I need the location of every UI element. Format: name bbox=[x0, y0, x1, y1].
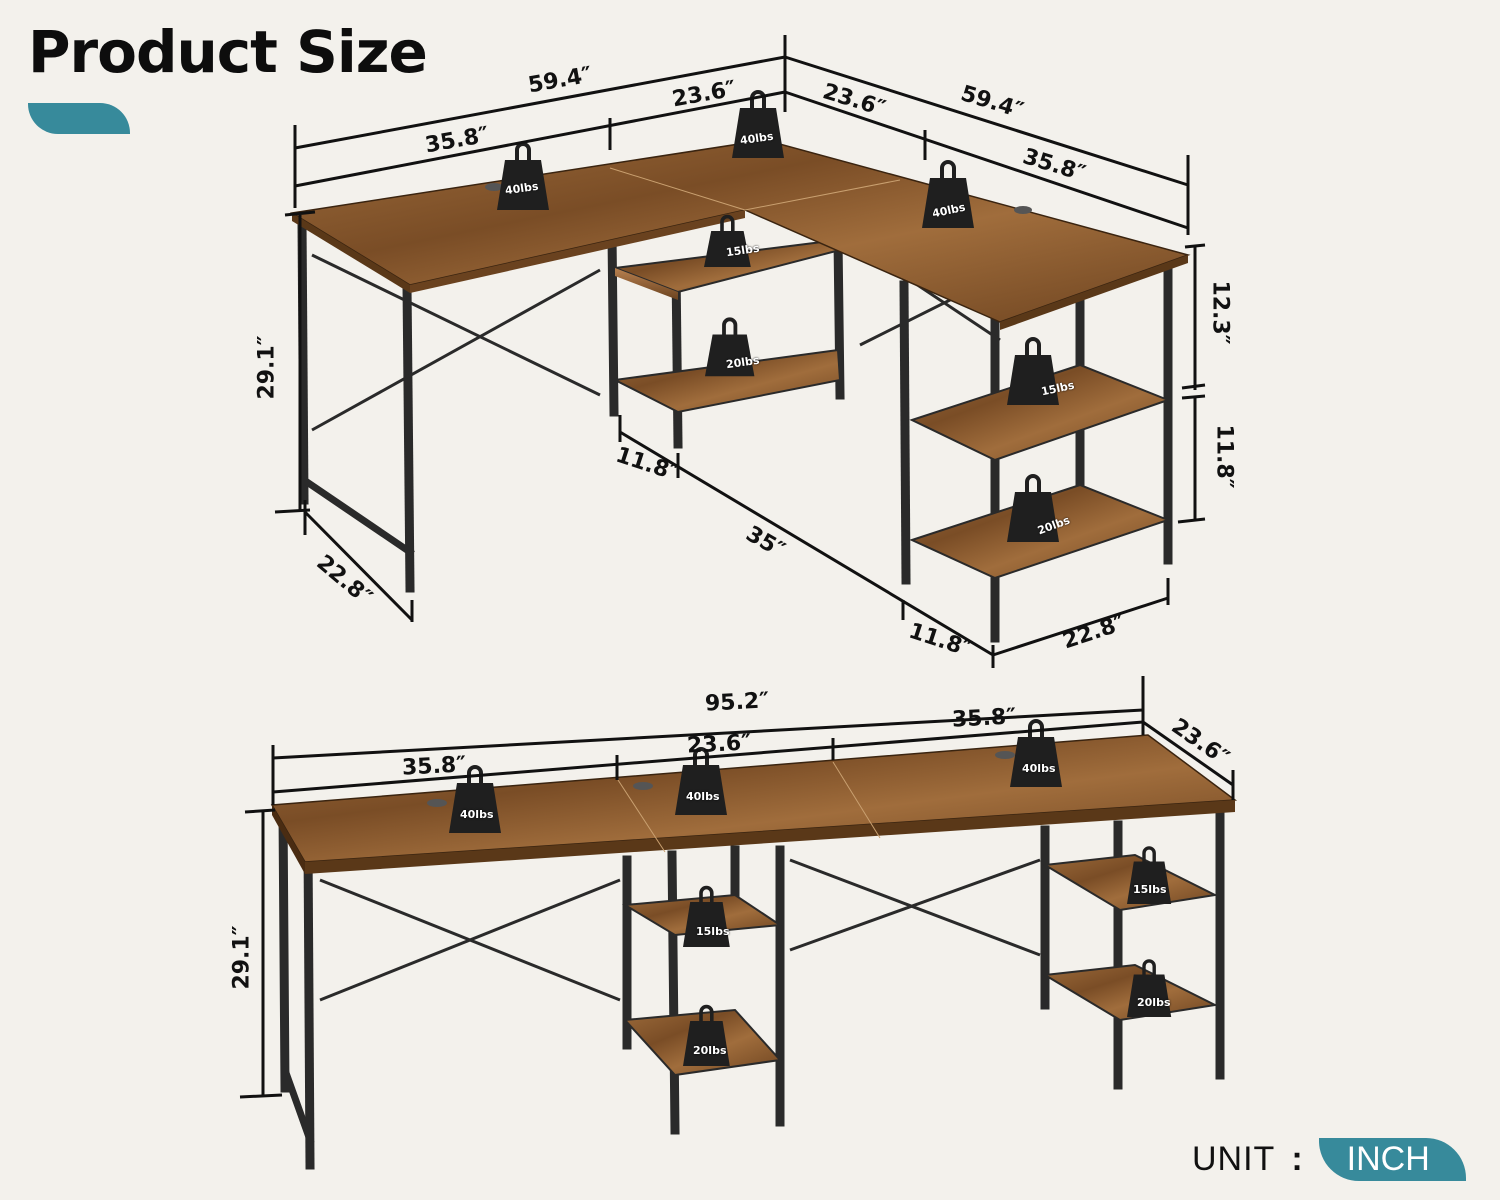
weight-icon bbox=[1010, 719, 1062, 787]
weight-label: 20lbs bbox=[1137, 996, 1171, 1009]
l-shape-dimension-lines bbox=[274, 35, 1206, 668]
straight-total-label: 95.2″ bbox=[704, 688, 770, 717]
page-title: Product Size bbox=[28, 18, 428, 86]
weight-icon bbox=[704, 214, 751, 267]
weight-icon bbox=[683, 1004, 730, 1066]
weight-icon bbox=[1127, 959, 1172, 1017]
weight-label: 15lbs bbox=[1133, 883, 1167, 896]
weight-icon bbox=[1007, 337, 1059, 405]
l-height-label: 29.1″ bbox=[254, 335, 280, 400]
weight-icon bbox=[1007, 474, 1059, 542]
weight-icon bbox=[922, 160, 974, 228]
weight-label: 40lbs bbox=[1022, 762, 1056, 775]
l-shape-weights bbox=[497, 90, 1059, 542]
unit-indicator: UNIT : INCH bbox=[1192, 1137, 1466, 1181]
weight-label: 40lbs bbox=[460, 808, 494, 821]
weight-icon bbox=[732, 90, 784, 158]
unit-value-badge: INCH bbox=[1318, 1137, 1466, 1181]
weight-label: 20lbs bbox=[693, 1044, 727, 1057]
straight-desk bbox=[270, 734, 1238, 1170]
l-shelf-lower-height-label: 11.8″ bbox=[1211, 424, 1237, 489]
weight-icon bbox=[449, 765, 501, 833]
weight-icon bbox=[1127, 846, 1172, 904]
weight-icon bbox=[675, 747, 727, 815]
weight-label: 15lbs bbox=[696, 925, 730, 938]
title-accent-bar bbox=[28, 103, 130, 134]
straight-segment-a-label: 35.8″ bbox=[401, 752, 467, 781]
straight-segment-c-label: 35.8″ bbox=[951, 704, 1017, 733]
straight-height-label: 29.1″ bbox=[229, 925, 255, 990]
weight-label: 40lbs bbox=[686, 790, 720, 803]
l-shelf-upper-height-label: 12.3″ bbox=[1207, 280, 1233, 345]
straight-segment-b-label: 23.6″ bbox=[686, 730, 752, 759]
weight-icon bbox=[683, 885, 730, 947]
straight-desk-weights bbox=[449, 719, 1172, 1066]
straight-desk-dimension-lines bbox=[239, 676, 1235, 1099]
unit-label: UNIT bbox=[1192, 1139, 1276, 1178]
unit-separator: : bbox=[1291, 1139, 1303, 1178]
weight-icon bbox=[497, 142, 549, 210]
weight-icon bbox=[705, 317, 755, 377]
